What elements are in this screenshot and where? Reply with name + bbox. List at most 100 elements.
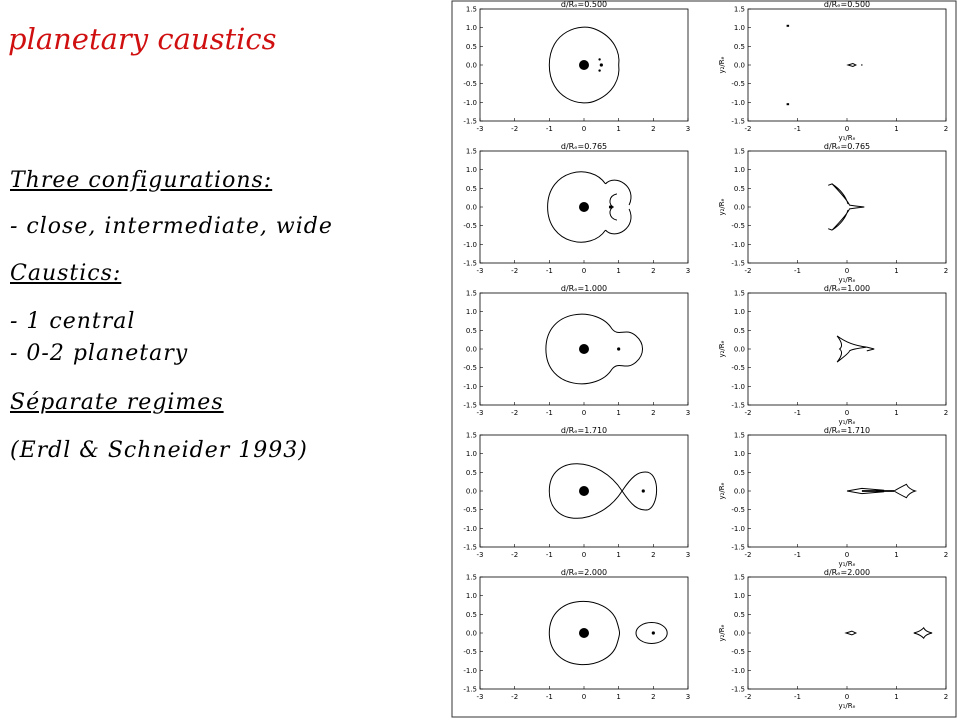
- x-tick-label: 2: [651, 125, 655, 133]
- planet-marker: [599, 63, 603, 67]
- y-tick-label: -0.5: [463, 506, 477, 514]
- x-tick-label: 0: [582, 267, 586, 275]
- x-tick-label: -3: [477, 409, 484, 417]
- x-tick-label: 3: [686, 693, 690, 701]
- y-tick-label: 0.0: [734, 62, 745, 70]
- y-tick-label: -1.0: [463, 667, 477, 675]
- y-tick-label: -1.5: [463, 544, 477, 552]
- critical-curve: [548, 600, 621, 666]
- y-tick-label: -0.5: [731, 506, 745, 514]
- x-tick-label: 3: [686, 551, 690, 559]
- caustic-cusp-right: [866, 346, 875, 352]
- caustics-central-text: - 1 central: [10, 309, 136, 334]
- critical-curve: [548, 26, 620, 104]
- y-tick-label: 1.0: [466, 24, 477, 32]
- caustics-planetary-text: - 0-2 planetary: [10, 341, 189, 366]
- y-tick-label: -1.5: [463, 260, 477, 268]
- x-axis-label: y₁/Rₑ: [838, 134, 855, 142]
- y-tick-label: -1.0: [463, 241, 477, 249]
- x-tick-label: 2: [944, 267, 948, 275]
- x-axis-label: y₁/Rₑ: [838, 418, 855, 426]
- y-tick-label: -0.5: [463, 222, 477, 230]
- y-tick-label: 0.0: [734, 346, 745, 354]
- x-tick-label: -2: [511, 551, 518, 559]
- y-tick-label: 0.5: [734, 469, 745, 477]
- y-tick-label: -1.5: [731, 260, 745, 268]
- x-tick-label: -1: [794, 693, 801, 701]
- x-tick-label: 1: [894, 267, 898, 275]
- caustic-planetary-upper: [786, 24, 790, 27]
- critical-curve-inner: [609, 193, 618, 221]
- y-axis-label: y₂/Rₑ: [718, 482, 726, 499]
- planet-marker: [651, 631, 655, 635]
- y-tick-label: 1.0: [734, 166, 745, 174]
- y-tick-label: 0.5: [466, 469, 477, 477]
- x-tick-label: 1: [894, 693, 898, 701]
- panel-title: d/Rₑ=0.500: [561, 0, 607, 9]
- y-tick-label: 1.5: [466, 148, 477, 156]
- panel-title: d/Rₑ=2.000: [824, 568, 870, 577]
- x-tick-label: -2: [745, 551, 752, 559]
- y-tick-label: 1.5: [466, 432, 477, 440]
- planet-marker: [641, 489, 645, 493]
- x-axis-label: y₁/Rₑ: [838, 560, 855, 568]
- y-tick-label: -0.5: [463, 80, 477, 88]
- caustic-central: [846, 62, 858, 68]
- critical-curve-small: [598, 58, 601, 61]
- y-tick-label: -1.0: [463, 383, 477, 391]
- y-tick-label: 0.0: [466, 204, 477, 212]
- y-tick-label: 0.5: [734, 327, 745, 335]
- host-star-marker: [579, 486, 589, 496]
- x-tick-label: 3: [686, 409, 690, 417]
- x-tick-label: -2: [511, 125, 518, 133]
- x-tick-label: -1: [546, 693, 553, 701]
- y-tick-label: 0.0: [734, 630, 745, 638]
- x-tick-label: 2: [944, 125, 948, 133]
- x-tick-label: 0: [845, 267, 849, 275]
- figure-frame: [451, 0, 957, 718]
- panel-title: d/Rₑ=1.000: [561, 284, 607, 293]
- y-tick-label: -1.0: [463, 525, 477, 533]
- caustics-figure: d/Rₑ=0.5001.51.00.50.0-0.5-1.0-1.5-3-2-1…: [451, 0, 957, 718]
- caustic-point: [861, 64, 863, 66]
- y-tick-label: -0.5: [731, 80, 745, 88]
- x-tick-label: -2: [511, 693, 518, 701]
- x-tick-label: -2: [745, 267, 752, 275]
- x-tick-label: 2: [651, 551, 655, 559]
- y-axis-label: y₂/Rₑ: [718, 198, 726, 215]
- x-tick-label: 0: [582, 551, 586, 559]
- y-tick-label: 1.5: [466, 574, 477, 582]
- x-tick-label: 2: [651, 409, 655, 417]
- y-tick-label: 1.5: [734, 6, 745, 14]
- y-tick-label: 1.5: [466, 6, 477, 14]
- panel-frame: [747, 292, 947, 406]
- y-tick-label: -1.5: [731, 686, 745, 694]
- x-tick-label: -1: [546, 125, 553, 133]
- y-tick-label: 0.0: [734, 488, 745, 496]
- y-tick-label: -1.0: [731, 241, 745, 249]
- x-tick-label: 3: [686, 267, 690, 275]
- y-tick-label: -0.5: [731, 364, 745, 372]
- y-tick-label: 0.5: [466, 43, 477, 51]
- panel-title: d/Rₑ=0.500: [824, 0, 870, 9]
- y-tick-label: 0.5: [466, 185, 477, 193]
- heading-regimes: Séparate regimes: [10, 390, 224, 415]
- panel-title: d/Rₑ=0.765: [561, 142, 607, 151]
- y-axis-label: y₂/Rₑ: [718, 340, 726, 357]
- x-tick-label: -1: [794, 125, 801, 133]
- host-star-marker: [579, 60, 589, 70]
- y-tick-label: 0.0: [466, 62, 477, 70]
- x-tick-label: 0: [582, 693, 586, 701]
- x-tick-label: 0: [845, 551, 849, 559]
- x-tick-label: -2: [511, 409, 518, 417]
- x-tick-label: -2: [745, 693, 752, 701]
- x-tick-label: -2: [745, 409, 752, 417]
- y-tick-label: -0.5: [731, 648, 745, 656]
- x-tick-label: 0: [845, 125, 849, 133]
- heading-configurations: Three configurations:: [10, 168, 273, 193]
- y-tick-label: -1.5: [463, 686, 477, 694]
- panel-title: d/Rₑ=1.000: [824, 284, 870, 293]
- y-tick-label: 0.0: [466, 346, 477, 354]
- y-tick-label: 1.0: [734, 308, 745, 316]
- x-tick-label: 1: [894, 551, 898, 559]
